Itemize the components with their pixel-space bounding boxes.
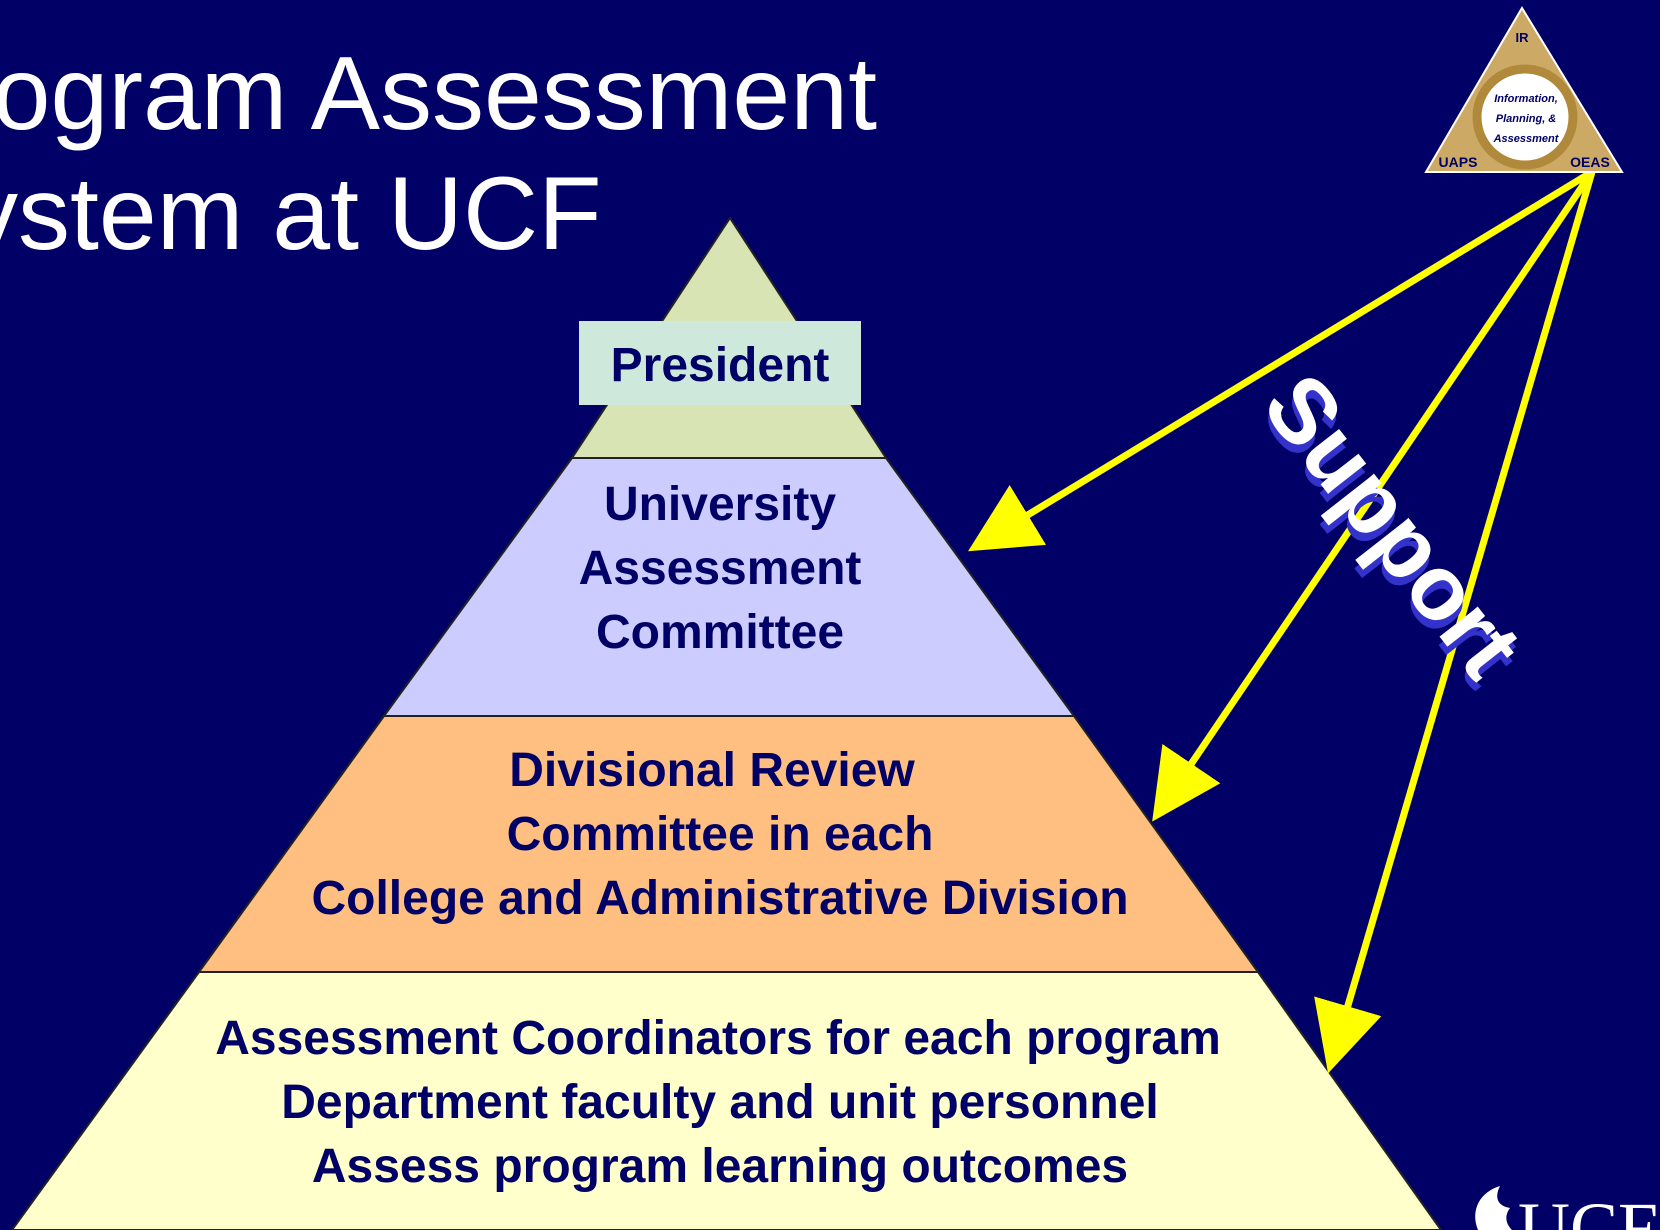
university-committee-line-1: University bbox=[604, 478, 836, 531]
ucf-logo-text: UCF bbox=[1518, 1188, 1658, 1230]
ipa-logo-right: OEAS bbox=[1570, 154, 1610, 170]
ipa-logo-top: IR bbox=[1516, 30, 1530, 45]
ucf-logo: UCF bbox=[1475, 1186, 1658, 1230]
ipa-logo-cycle-icon bbox=[1472, 64, 1578, 170]
support-arrow-to-coordinators bbox=[1314, 171, 1596, 1074]
university-committee-line-2: Assessment bbox=[579, 542, 862, 595]
divisional-committee-line-3: College and Administrative Division bbox=[311, 872, 1128, 925]
ucf-pegasus-icon bbox=[1475, 1186, 1512, 1230]
ipa-logo-line-3: Assessment bbox=[1493, 133, 1560, 145]
pyramid-tier-coordinators bbox=[10, 971, 1443, 1230]
divisional-committee-line-1: Divisional Review bbox=[509, 744, 915, 797]
coordinators-line-2: Department faculty and unit personnel bbox=[281, 1076, 1158, 1129]
divisional-committee-line-2: Committee in each bbox=[507, 808, 934, 861]
ipa-logo-line-2: Planning, & bbox=[1496, 113, 1557, 125]
ipa-logo-left: UAPS bbox=[1439, 154, 1478, 170]
president-label: President bbox=[611, 339, 830, 392]
support-arrow-to-university-committee bbox=[968, 169, 1594, 552]
support-arrow-to-divisional-committee bbox=[1152, 170, 1595, 822]
support-label-group: Support Support bbox=[1243, 356, 1541, 705]
ipa-logo: IR UAPS OEAS Information, Planning, & As… bbox=[1424, 6, 1624, 173]
ipa-logo-line-1: Information, bbox=[1494, 93, 1558, 105]
president-label-box bbox=[579, 321, 861, 405]
coordinators-line-1: Assessment Coordinators for each program bbox=[215, 1012, 1221, 1065]
slide-title-line-1: rogram Assessment bbox=[0, 36, 877, 152]
support-label: Support bbox=[1244, 356, 1541, 697]
coordinators-line-3: Assess program learning outcomes bbox=[312, 1140, 1128, 1193]
slide-title-line-2: ystem at UCF bbox=[0, 156, 602, 272]
university-committee-line-3: Committee bbox=[596, 606, 844, 659]
